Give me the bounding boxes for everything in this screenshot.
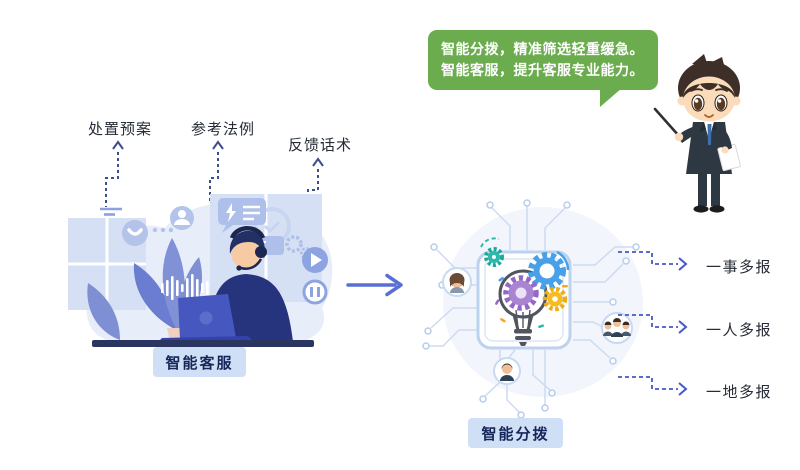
output-arrows bbox=[618, 251, 688, 396]
speech-bubble-line1: 智能分拨，精准筛选轻重缓急。 bbox=[441, 41, 644, 57]
dashed-line bbox=[618, 376, 678, 390]
output-label-one-person-multi-report: 一人多报 bbox=[706, 322, 773, 339]
confetti bbox=[495, 276, 568, 329]
presenter-character bbox=[653, 54, 741, 213]
phone-icon bbox=[122, 220, 148, 246]
speech-bubble: 智能分拨，精准筛选轻重缓急。 智能客服，提升客服专业能力。 bbox=[428, 30, 658, 107]
arrow-up-icon bbox=[312, 157, 324, 167]
speech-bubble-line2: 智能客服，提升客服专业能力。 bbox=[441, 62, 644, 78]
arrow-up-icon bbox=[212, 140, 224, 150]
play-icon bbox=[302, 247, 328, 273]
lightbulb-gears-icon bbox=[480, 237, 570, 346]
pause-icon bbox=[302, 279, 328, 305]
arrow-up-icon bbox=[112, 140, 124, 150]
output-label-one-place-multi-report: 一地多报 bbox=[706, 384, 773, 401]
left-scene-caption: 智能客服 bbox=[153, 347, 246, 377]
desk bbox=[92, 340, 314, 347]
dashed-line bbox=[618, 251, 678, 265]
circuit-nodes bbox=[422, 199, 640, 419]
dispatch-illustration bbox=[422, 199, 643, 419]
arrow-right-icon bbox=[678, 257, 688, 271]
dashed-line bbox=[105, 152, 119, 207]
presenter-head bbox=[677, 54, 741, 122]
callout-label-feedback-script: 反馈话术 bbox=[288, 137, 353, 154]
pointer-stick-icon bbox=[653, 107, 681, 138]
callout-label-disposal-plan: 处置预案 bbox=[88, 121, 153, 138]
avatar-woman-icon bbox=[442, 267, 472, 297]
dashed-line bbox=[209, 152, 219, 204]
speech-bubble-tail bbox=[600, 88, 622, 107]
chat-bubble-icon bbox=[218, 198, 266, 233]
arrow-right-icon bbox=[678, 320, 688, 334]
flow-arrow-icon bbox=[346, 273, 403, 297]
presenter-body bbox=[674, 122, 741, 213]
right-scene-caption: 智能分拨 bbox=[468, 418, 563, 448]
avatar-man-icon bbox=[493, 357, 521, 385]
dashed-line bbox=[307, 169, 319, 197]
arrow-right-icon bbox=[678, 382, 688, 396]
soundwave-icon bbox=[161, 274, 209, 302]
callout-label-reference-laws: 参考法例 bbox=[191, 121, 256, 138]
output-label-one-matter-multi-report: 一事多报 bbox=[706, 259, 773, 276]
avatar-group-icon bbox=[601, 312, 633, 344]
dashed-line bbox=[618, 314, 678, 328]
user-icon bbox=[170, 206, 194, 230]
customer-service-illustration bbox=[68, 194, 333, 347]
dots-icon bbox=[152, 227, 174, 233]
